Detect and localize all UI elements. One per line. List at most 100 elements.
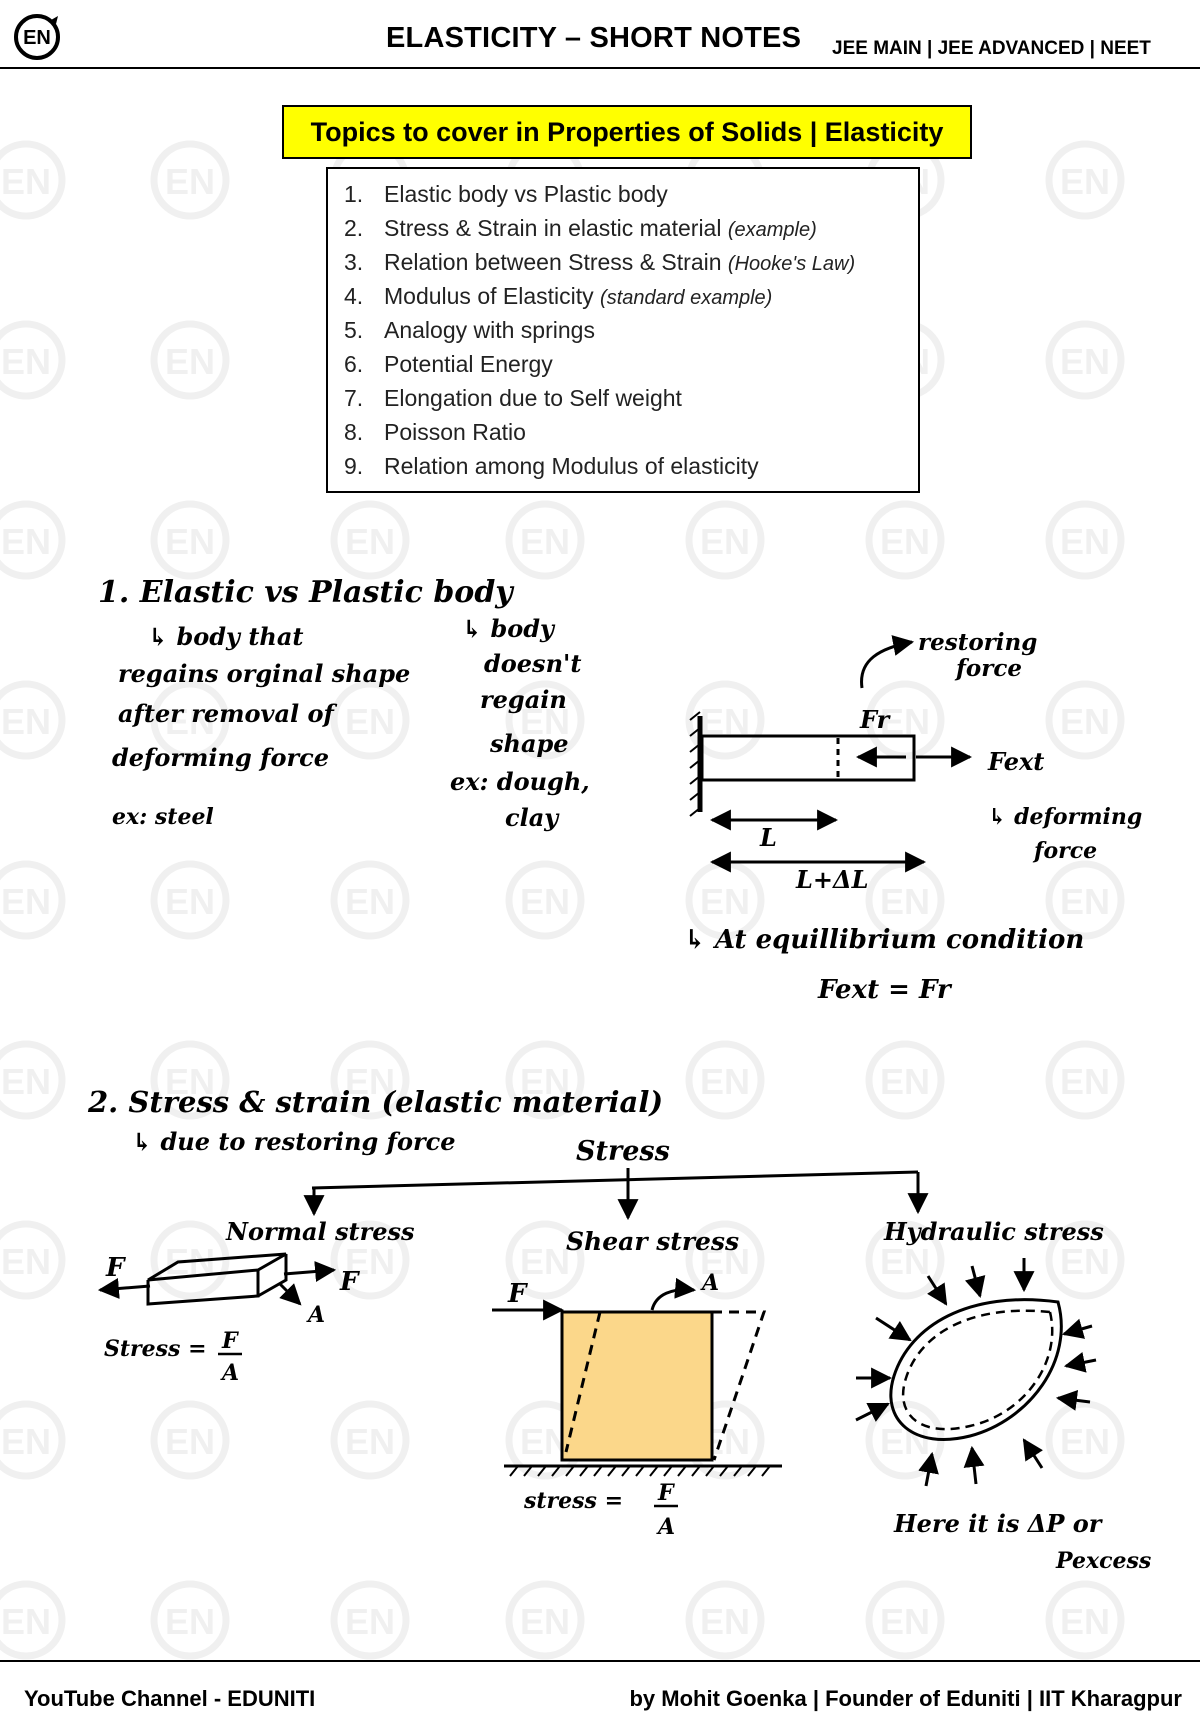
equilibrium-equation: Fext = Fr <box>817 975 953 1005</box>
watermark-logo-icon: EN <box>865 1220 945 1300</box>
svg-text:EN: EN <box>1060 521 1110 562</box>
plastic-line: ex: dough, <box>450 767 590 796</box>
watermark-logo-icon: EN <box>150 1580 230 1660</box>
logo-text: EN <box>23 27 51 49</box>
area-label: A <box>306 1302 325 1328</box>
watermark-logo-icon: EN <box>330 860 410 940</box>
item-number: 8. <box>344 419 364 445</box>
list-item: 5. Analogy with springs <box>328 313 918 347</box>
watermark-logo-icon: EN <box>1045 140 1125 220</box>
svg-text:EN: EN <box>700 1061 750 1102</box>
topics-title: Topics to cover in Properties of Solids … <box>282 105 972 159</box>
watermark-logo-icon: EN <box>0 320 66 400</box>
length-label: L <box>759 823 777 852</box>
fext-label: Fext <box>987 747 1044 776</box>
watermark-logo-icon: EN <box>0 1220 66 1300</box>
svg-text:EN: EN <box>165 521 215 562</box>
shear-stress-diagram: F A stress = F A <box>492 1270 782 1540</box>
normal-stress-title: Normal stress <box>225 1217 415 1246</box>
item-text: Poisson Ratio <box>384 419 526 445</box>
watermark-logo-icon: EN <box>150 320 230 400</box>
svg-text:EN: EN <box>345 701 395 742</box>
watermark-logo-icon: EN <box>505 860 585 940</box>
plastic-line: ↳ body <box>462 614 556 643</box>
item-text: Elastic body vs Plastic body <box>384 181 668 207</box>
svg-text:EN: EN <box>165 1061 215 1102</box>
svg-text:EN: EN <box>345 1421 395 1462</box>
item-note: (example) <box>727 219 817 241</box>
item-number: 4. <box>344 283 364 309</box>
svg-text:EN: EN <box>1 341 51 382</box>
eduniti-logo-icon: EN <box>14 14 60 60</box>
watermark-logo-icon: EN <box>0 860 66 940</box>
watermark-logo-icon: EN <box>685 1040 765 1120</box>
svg-text:EN: EN <box>1060 701 1110 742</box>
force-label: F <box>105 1253 126 1283</box>
item-text: Stress & Strain in elastic material <box>384 215 728 241</box>
svg-text:EN: EN <box>520 1601 570 1642</box>
watermark-logo-icon: EN <box>1045 1220 1125 1300</box>
plastic-line: doesn't <box>484 649 581 678</box>
item-number: 5. <box>344 317 364 343</box>
watermark-logo-icon: EN <box>865 1580 945 1660</box>
item-number: 3. <box>344 249 364 275</box>
svg-text:EN: EN <box>345 1601 395 1642</box>
list-item: 6.Potential Energy <box>328 347 918 381</box>
svg-text:EN: EN <box>165 1421 215 1462</box>
fr-label: Fr <box>859 705 892 734</box>
svg-text:EN: EN <box>1 1601 51 1642</box>
list-item: 9.Relation among Modulus of elasticity <box>328 449 918 483</box>
hydraulic-note: Here it is ΔP or <box>893 1509 1104 1538</box>
elastic-bar <box>700 734 916 782</box>
watermark-logo-icon: EN <box>150 500 230 580</box>
list-item: 4.Modulus of Elasticity (standard exampl… <box>328 279 918 313</box>
watermark-logo-icon: EN <box>150 1400 230 1480</box>
elastic-line: ↳ body that <box>148 622 304 651</box>
item-text: Relation among Modulus of elasticity <box>384 453 759 479</box>
svg-text:EN: EN <box>700 1241 750 1282</box>
svg-text:EN: EN <box>700 881 750 922</box>
item-number: 1. <box>344 181 364 207</box>
formula-denominator: A <box>656 1514 675 1540</box>
plastic-definition: ↳ body doesn't regain shape ex: dough, c… <box>450 614 590 832</box>
normal-stress-diagram: F F A Stress = F A <box>97 1252 360 1386</box>
item-number: 6. <box>344 351 364 377</box>
deforming-label: force <box>1032 838 1097 864</box>
item-note: (Hooke's Law) <box>727 253 856 275</box>
shear-block <box>560 1310 714 1462</box>
elastic-line: after removal of <box>118 699 338 728</box>
hydraulic-stress-diagram: Here it is ΔP or Pexcess <box>855 1258 1151 1574</box>
watermark-logo-icon: EN <box>505 1580 585 1660</box>
svg-text:EN: EN <box>700 521 750 562</box>
restoring-label: restoring <box>918 629 1037 656</box>
watermark-logo-icon: EN <box>0 680 66 760</box>
svg-text:EN: EN <box>520 521 570 562</box>
watermark-logo-icon: EN <box>150 140 230 220</box>
topics-list: 1.Elastic body vs Plastic body 2.Stress … <box>328 169 918 483</box>
item-text: Modulus of Elasticity <box>384 283 601 309</box>
watermark-logo-icon: EN <box>0 1040 66 1120</box>
svg-text:EN: EN <box>1060 881 1110 922</box>
topics-list-box: 1.Elastic body vs Plastic body 2.Stress … <box>326 167 920 493</box>
watermark-logo-icon: EN <box>505 500 585 580</box>
section2-subheading: ↳ due to restoring force <box>132 1127 456 1156</box>
item-text: Analogy with springs <box>384 317 595 343</box>
watermark-logo-icon: EN <box>1045 1040 1125 1120</box>
elongation-diagram: Fr Fext restoring force ↳ deforming forc… <box>684 629 1142 1005</box>
svg-text:EN: EN <box>520 881 570 922</box>
formula-numerator: F <box>657 1480 675 1506</box>
svg-text:EN: EN <box>520 1061 570 1102</box>
elastic-line: deforming force <box>112 743 329 772</box>
list-item: 1. Elastic body vs Plastic body <box>328 177 918 211</box>
watermark-logo-icon: EN <box>685 1220 765 1300</box>
svg-text:EN: EN <box>1 521 51 562</box>
svg-text:EN: EN <box>700 1601 750 1642</box>
footer-divider <box>0 1660 1200 1662</box>
plastic-line: regain <box>480 685 567 714</box>
watermark-logo-icon: EN <box>330 1400 410 1480</box>
plastic-line: shape <box>489 729 569 758</box>
force-label: F <box>339 1267 360 1297</box>
shear-stress-title: Shear stress <box>566 1227 739 1256</box>
svg-text:EN: EN <box>880 1061 930 1102</box>
watermark-logo-icon: EN <box>150 680 230 760</box>
